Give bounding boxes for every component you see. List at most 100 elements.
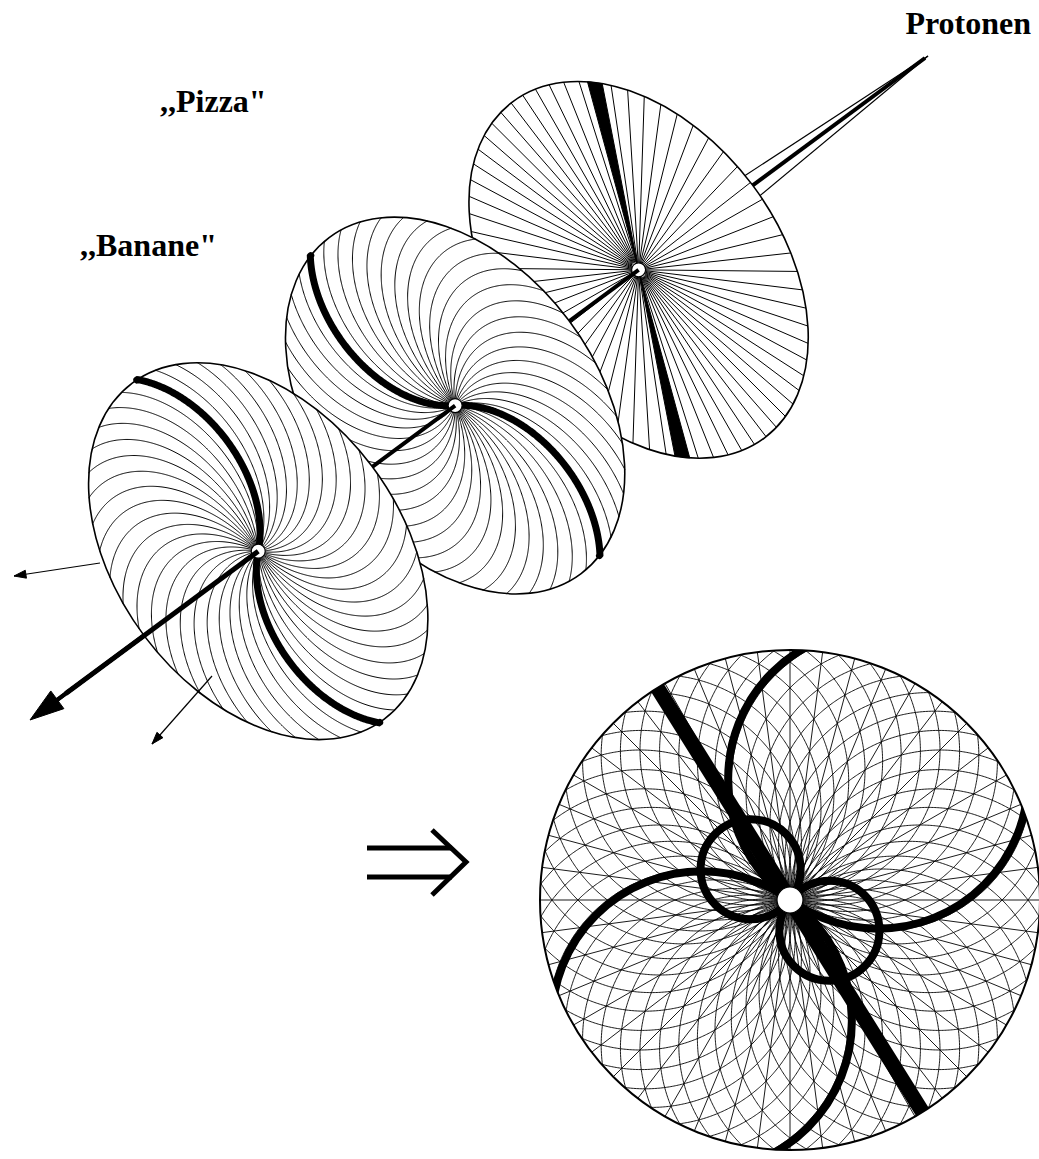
banana-segment-line xyxy=(258,551,408,695)
highlighted-circle xyxy=(728,629,1028,929)
figure-label: Protonen xyxy=(905,6,1031,41)
mesh-line xyxy=(790,675,920,900)
mesh-rim xyxy=(540,650,1039,1150)
banana-segment-line xyxy=(108,408,258,552)
pizza-segment-line xyxy=(478,149,632,265)
pizza-segment-line xyxy=(645,275,799,391)
banana-segment-line xyxy=(137,534,258,630)
mesh-line xyxy=(772,651,849,900)
banana-segment-line xyxy=(175,365,270,552)
banana-segment-line xyxy=(99,423,259,551)
proton-beam xyxy=(66,551,258,693)
figure-label: ,,Pizza" xyxy=(160,84,267,119)
arrow-bar xyxy=(367,846,452,851)
particle-track xyxy=(14,563,100,576)
mesh-line xyxy=(790,723,967,900)
banana-segment-line xyxy=(455,406,515,591)
pizza-segment-line xyxy=(642,277,728,455)
mesh-line xyxy=(785,711,956,900)
banana-segment-line xyxy=(258,551,423,616)
implication-arrow xyxy=(367,830,466,895)
banana-segment-line xyxy=(244,370,297,551)
banana-segment-line xyxy=(207,551,258,722)
highlighted-circle xyxy=(552,871,852,1159)
mesh-line xyxy=(583,889,790,1041)
pizza-segment-line xyxy=(644,235,782,269)
mesh-line xyxy=(790,759,997,911)
figure-label: ,,Banane" xyxy=(80,228,217,263)
banana-segment-line xyxy=(93,486,258,551)
mesh-line xyxy=(790,807,1036,900)
pizza-segment-line xyxy=(645,274,804,376)
mesh-line xyxy=(789,730,980,900)
banana-highlighted-segment xyxy=(137,380,260,552)
pizza-segment-line xyxy=(645,270,797,272)
label-holder: ,,Banane" xyxy=(80,228,217,263)
pizza-segment-line xyxy=(645,273,808,344)
banana-segment-line xyxy=(219,551,272,732)
banana-segment-line xyxy=(446,285,545,406)
pizza-highlighted-segment xyxy=(587,82,638,270)
pizza-segment-line xyxy=(549,85,635,263)
arrow-bar xyxy=(367,875,452,880)
banana-segment-line xyxy=(258,473,379,569)
mesh-line xyxy=(601,900,792,1070)
pizza-segment-line xyxy=(644,276,776,427)
proton-cone xyxy=(754,56,928,201)
banana-segment-line xyxy=(256,551,379,723)
banana-segment-line xyxy=(151,542,258,654)
banana-segment-line xyxy=(395,221,455,406)
banana-segment-line xyxy=(155,370,264,551)
banana-segment-line xyxy=(230,551,296,737)
label-holder: ,,Pizza" xyxy=(160,84,267,119)
banana-segment-line xyxy=(451,301,564,406)
pizza-segment-line xyxy=(643,167,738,266)
arrow-head xyxy=(14,570,26,578)
banana-segment-line xyxy=(455,399,619,518)
banana-segment-line xyxy=(258,409,336,553)
mesh-line xyxy=(544,900,790,993)
banana-segment-line xyxy=(455,403,611,538)
banana-segment-line xyxy=(430,253,500,405)
banana-segment-line xyxy=(258,498,393,578)
particle-track xyxy=(152,676,212,744)
banana-highlighted-segment xyxy=(310,256,455,406)
banana-segment-line xyxy=(121,392,258,551)
banana-segment-line xyxy=(258,428,350,556)
pizza-segment-line xyxy=(644,199,763,267)
beam-hole xyxy=(777,887,803,913)
banana-segment-line xyxy=(258,551,395,710)
pizza-segment-line xyxy=(639,96,644,262)
mesh-line xyxy=(731,900,808,1149)
mesh-line xyxy=(790,663,901,900)
banana-segment-line xyxy=(100,500,258,551)
pizza-segment-line xyxy=(641,138,708,265)
label-holder: Protonen xyxy=(905,6,1031,41)
pizza-segment-line xyxy=(642,152,724,266)
pizza-segment-line xyxy=(645,272,808,326)
banana-segment-line xyxy=(454,317,581,406)
combined-mesh xyxy=(540,629,1039,1159)
banana-segment-line xyxy=(258,524,406,589)
pizza-highlighted-segment xyxy=(639,270,690,458)
pizza-segment-line xyxy=(501,112,633,263)
arrow-head xyxy=(152,732,163,744)
arrow-chevron xyxy=(432,830,466,895)
banana-highlighted-segment xyxy=(455,405,600,555)
banana-highlighted-segment xyxy=(256,551,379,723)
pizza-segment-line xyxy=(645,253,791,269)
banana-segment-line xyxy=(258,380,309,551)
pizza-segment-line xyxy=(643,182,750,266)
banana-segment-line xyxy=(410,406,480,558)
pizza-segment-line xyxy=(473,164,632,266)
pizza-segment-line xyxy=(633,277,638,443)
banana-segment-line xyxy=(258,551,418,679)
banana-segment-line xyxy=(455,347,608,406)
banana-segment-line xyxy=(258,551,416,602)
banana-segment-line xyxy=(247,551,342,738)
banana-segment-line xyxy=(299,273,455,408)
banana-segment-line xyxy=(220,365,286,551)
banana-segment-line xyxy=(258,393,322,552)
